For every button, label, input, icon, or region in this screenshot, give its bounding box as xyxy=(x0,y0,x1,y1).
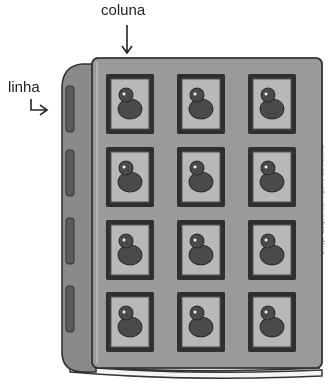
toucan-icon xyxy=(188,305,214,338)
grid-cell xyxy=(106,220,154,280)
lion-icon xyxy=(259,305,285,338)
grid-cell xyxy=(248,74,296,134)
wolf-icon xyxy=(188,160,214,193)
grid-cell xyxy=(106,74,154,134)
row-label: linha xyxy=(8,79,40,96)
column-label: coluna xyxy=(101,2,146,19)
grid-cell xyxy=(177,292,225,352)
grid-cell xyxy=(106,147,154,207)
grid-cell xyxy=(248,220,296,280)
grid-cell xyxy=(106,292,154,352)
column-arrow xyxy=(121,25,133,55)
dolphin-icon xyxy=(117,233,143,266)
bird-icon xyxy=(188,87,214,120)
elephant-icon xyxy=(259,233,285,266)
grid-cell xyxy=(248,292,296,352)
dog-icon xyxy=(117,87,143,120)
parrot-icon xyxy=(117,160,143,193)
grid-cell xyxy=(177,220,225,280)
penguin-icon xyxy=(259,87,285,120)
grid-cell xyxy=(177,147,225,207)
lizard-icon xyxy=(188,233,214,266)
grid-cell xyxy=(248,147,296,207)
row-arrow xyxy=(30,99,49,116)
spine-rings xyxy=(65,85,75,333)
worm-icon xyxy=(259,160,285,193)
grid-cell xyxy=(177,74,225,134)
tiger-icon xyxy=(117,305,143,338)
book-cover xyxy=(91,57,323,369)
